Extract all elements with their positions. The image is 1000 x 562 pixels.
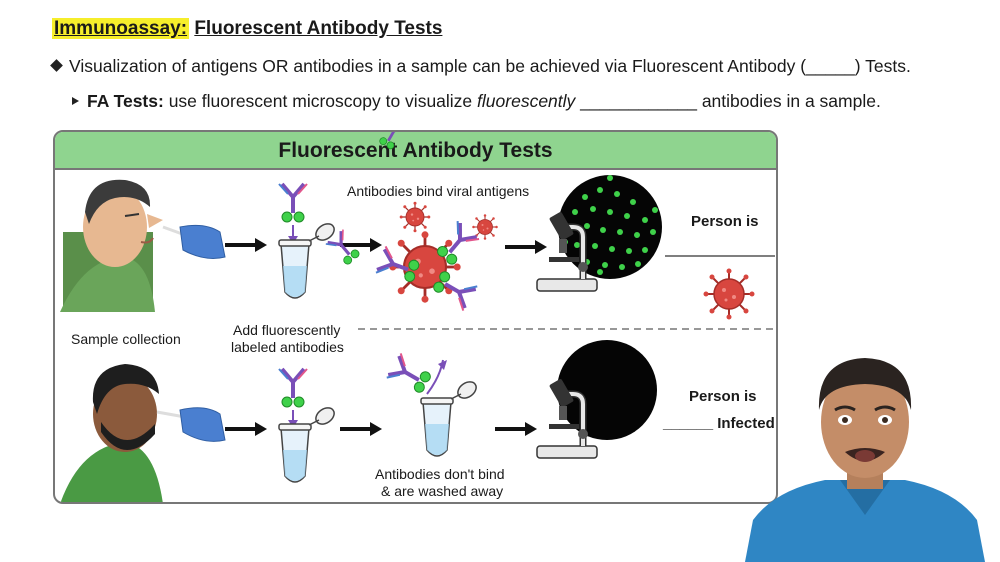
- label-sample-collection: Sample collection: [71, 331, 181, 348]
- title-highlight: Immunoassay:: [52, 18, 189, 39]
- label-add-line2: labeled antibodies: [231, 339, 344, 356]
- figure-panel: Fluorescent Antibody Tests: [53, 130, 778, 504]
- arrow-3-bottom: [495, 422, 537, 436]
- arrow-2-bottom: [340, 422, 382, 436]
- patient-top-illustration: [60, 180, 225, 312]
- presenter-video: [745, 340, 985, 562]
- microscope-top: [537, 175, 662, 291]
- washed-tube-bottom: [387, 353, 479, 456]
- virus-icon: [704, 269, 755, 320]
- diamond-bullet-icon: [50, 59, 63, 72]
- microscope-bottom: [537, 340, 657, 458]
- label-no-bind-line1: Antibodies don't bind: [375, 466, 505, 483]
- arrow-1-top: [225, 238, 267, 252]
- bullet1-text: Visualization of antigens OR antibodies …: [69, 56, 911, 76]
- bullet2-italic: fluorescently: [477, 91, 575, 111]
- label-add-line1: Add fluorescently: [233, 322, 340, 339]
- bullet2-post: ____________ antibodies in a sample.: [580, 91, 881, 111]
- patient-bottom-illustration: [60, 364, 225, 504]
- bullet2-bold: FA Tests:: [87, 91, 164, 111]
- viral-antigen-cluster: [326, 132, 498, 311]
- bullet2-pre: use fluorescent microscopy to visualize: [169, 91, 472, 111]
- title-rest: Fluorescent Antibody Tests: [194, 18, 442, 39]
- label-bind: Antibodies bind viral antigens: [347, 183, 529, 200]
- triangle-bullet-icon: [72, 97, 79, 105]
- arrow-3-top: [505, 240, 547, 254]
- arrow-1-bottom: [225, 422, 267, 436]
- bullet-visualization: Visualization of antigens OR antibodies …: [52, 56, 911, 77]
- bullet-fa-tests: FA Tests: use fluorescent microscopy to …: [72, 91, 881, 112]
- label-no-bind-line2: & are washed away: [381, 483, 503, 500]
- label-person-is-top: Person is: [691, 213, 759, 230]
- antibody-tube-bottom: [279, 369, 337, 482]
- slide-title: Immunoassay: Fluorescent Antibody Tests: [52, 18, 442, 40]
